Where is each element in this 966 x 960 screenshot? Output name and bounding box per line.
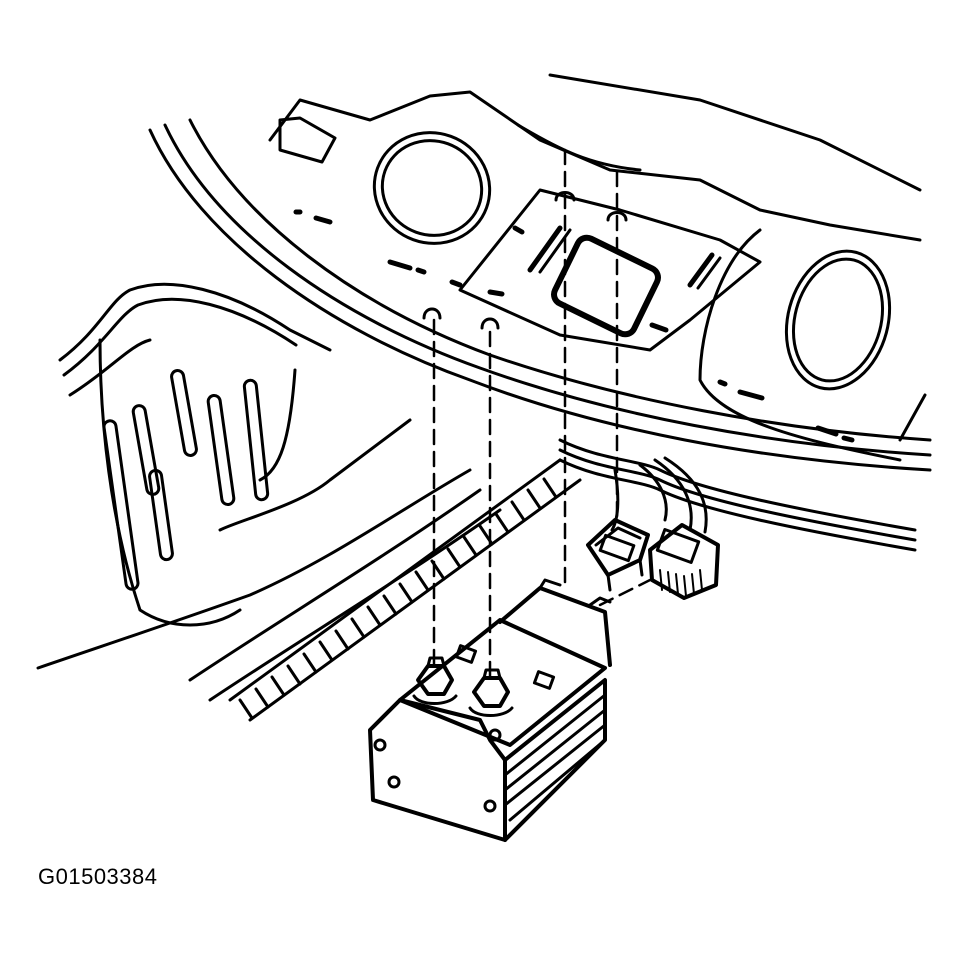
connector-a xyxy=(588,520,648,590)
mount-window xyxy=(551,234,662,337)
connector-b xyxy=(650,525,718,598)
amplifier-module xyxy=(370,580,610,840)
wiring-harness xyxy=(560,440,915,550)
speaker-opening-left xyxy=(359,116,506,259)
speaker-opening-right xyxy=(772,239,905,400)
alignment-lines xyxy=(434,150,650,676)
mounting-studs xyxy=(424,193,626,329)
figure-id-label: G01503384 xyxy=(38,864,158,889)
mounting-nut-left xyxy=(414,658,456,704)
lower-body-structure xyxy=(38,284,580,720)
rear-shelf-panel xyxy=(150,75,930,470)
mounting-nut-right xyxy=(470,670,512,716)
